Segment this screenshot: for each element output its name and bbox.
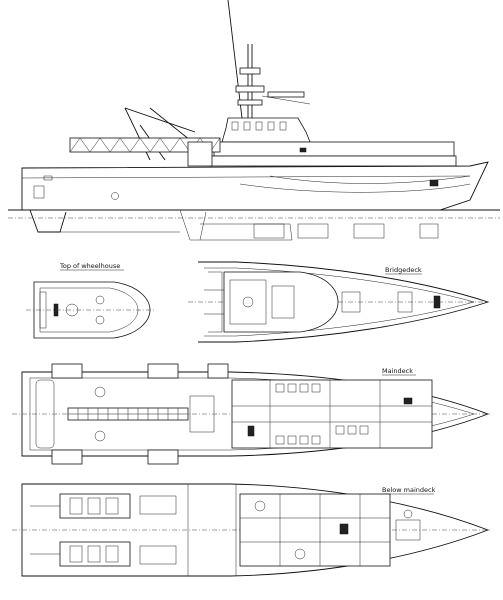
gangway-plan xyxy=(67,407,189,421)
profile-view xyxy=(8,0,500,241)
seat-rows xyxy=(275,383,369,445)
top-of-wheelhouse-view: Top of wheelhouse xyxy=(26,262,156,339)
maindeck-label: Maindeck xyxy=(382,367,413,375)
top-of-wheelhouse-label: Top of wheelhouse xyxy=(59,262,120,270)
bridgedeck-label: Bridgedeck xyxy=(385,266,422,274)
below-maindeck-view: Below maindeck xyxy=(12,483,492,577)
bridgedeck-view: Bridgedeck xyxy=(188,261,490,343)
below-maindeck-label: Below maindeck xyxy=(382,486,436,494)
maindeck-view: Maindeck xyxy=(12,363,492,465)
engine-room xyxy=(30,493,177,567)
